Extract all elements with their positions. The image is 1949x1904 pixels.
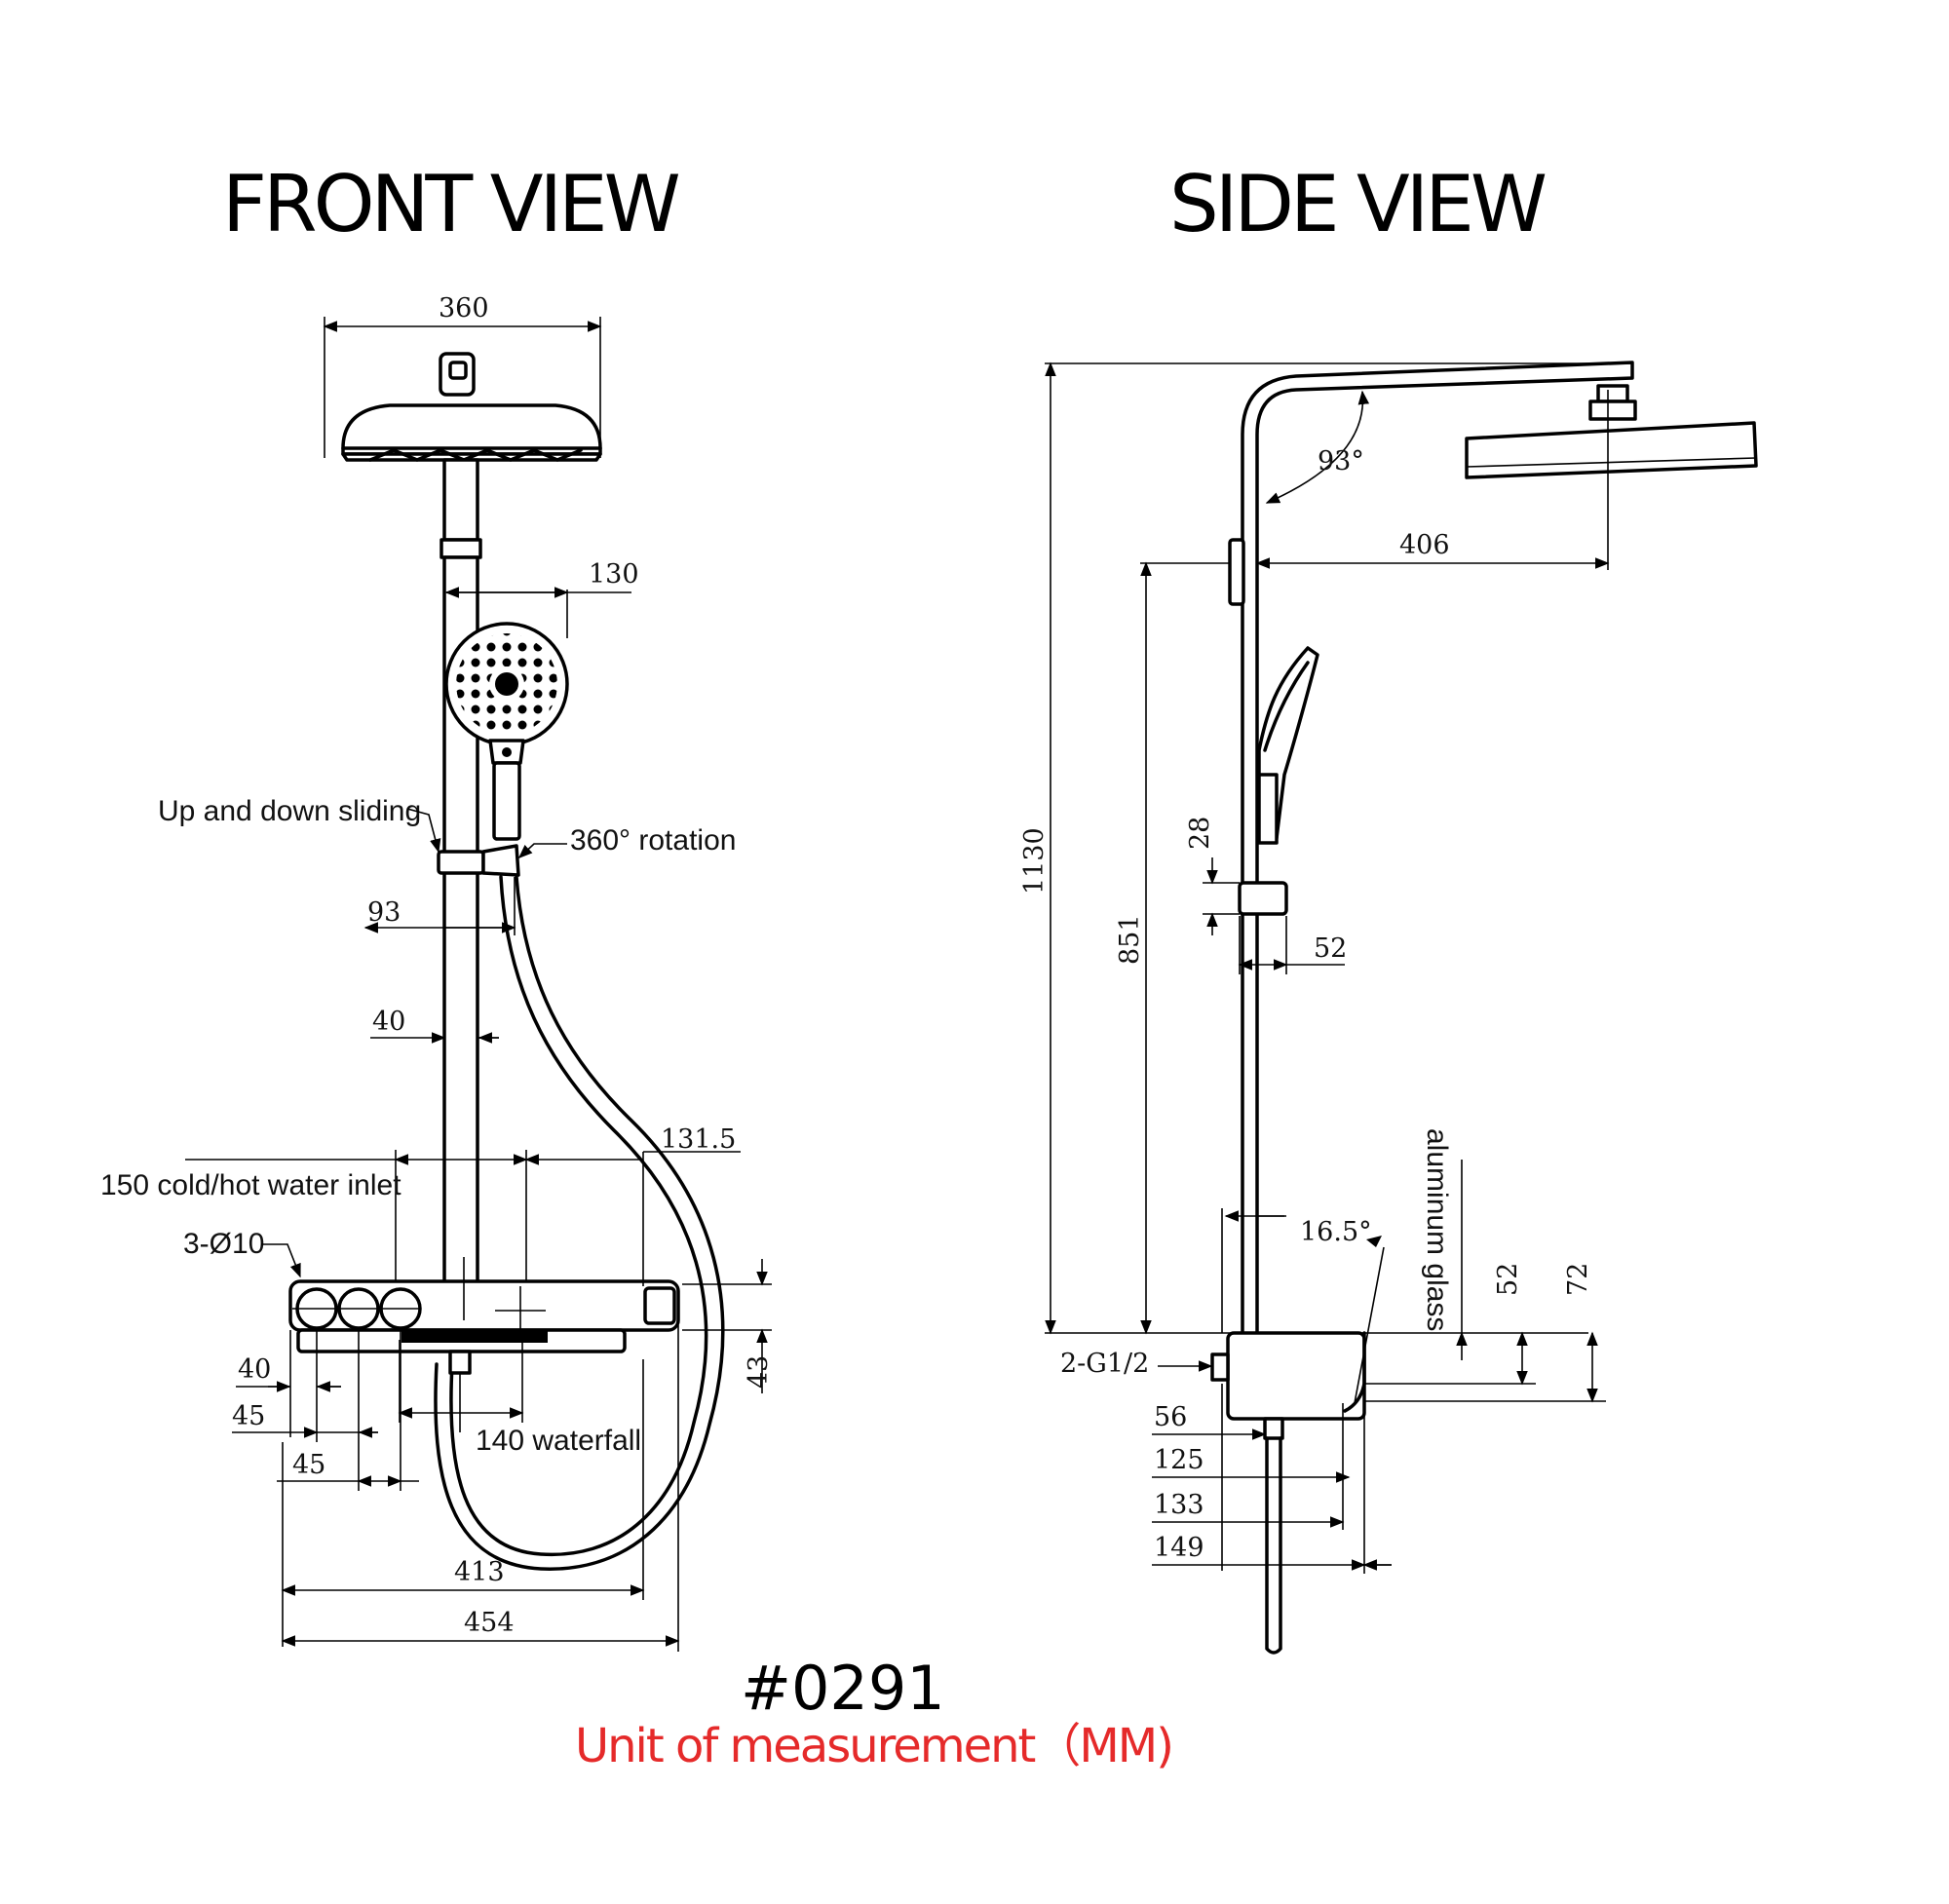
side-hand-handle [1257, 773, 1279, 845]
dim-knob-pitch-2: 45 [292, 1450, 325, 1480]
front-view-drawing: 360 130 Up and down sliding 360° rotatio… [100, 293, 774, 1652]
side-view-title: SIDE VIEW [1169, 159, 1546, 249]
dim-body-height-2: 72 [1563, 1263, 1593, 1296]
dim-handheld-offset: 130 [589, 559, 639, 590]
side-view-drawing: 1130 406 851 93° 28 52 16.5° aluminum gl… [1019, 361, 1758, 1655]
dim-holder-depth: 52 [1314, 933, 1347, 964]
hose-outlet [643, 1286, 676, 1325]
side-hose-outlet [1263, 1417, 1284, 1440]
side-thermostat-body [1226, 1331, 1366, 1421]
label-shelf-angle: 16.5° [1300, 1217, 1372, 1247]
slide-holder [437, 850, 485, 875]
dim-outlet-offset: 131.5 [661, 1124, 736, 1155]
front-view-title: FRONT VIEW [222, 159, 679, 249]
hand-shower-handle [492, 761, 521, 841]
waterfall-outlet [401, 1331, 548, 1343]
label-connection: 2-G1/2 [1060, 1349, 1149, 1379]
side-head-nut [1588, 400, 1637, 421]
dim-depth-4: 149 [1154, 1533, 1204, 1563]
dim-depth-3: 133 [1154, 1490, 1204, 1520]
side-wall-bracket [1228, 538, 1245, 606]
dim-holder-height: 851 [1115, 914, 1145, 965]
side-head-connector [1596, 384, 1629, 403]
inlet-spout [448, 1350, 472, 1375]
riser-joint [439, 538, 482, 559]
side-hose [1265, 1436, 1282, 1655]
dim-holder-offset: 93 [367, 897, 401, 928]
dim-arm-length: 406 [1399, 530, 1450, 560]
unit-note: Unit of measurement（MM) [575, 1719, 1172, 1773]
side-riser-arm [1241, 361, 1634, 1337]
side-slide-holder [1238, 881, 1288, 916]
side-shower-head [1465, 421, 1758, 479]
model-number: #0291 [741, 1653, 945, 1724]
label-angle: 93° [1318, 446, 1364, 476]
dim-knob-edge: 40 [238, 1354, 271, 1385]
label-holes: 3-Ø10 [183, 1228, 264, 1260]
riser-upper [442, 458, 479, 542]
holder-swivel [481, 844, 520, 877]
label-sliding: Up and down sliding [158, 795, 421, 827]
dim-depth-2: 125 [1154, 1445, 1204, 1475]
label-inlet: 150 cold/hot water inlet [100, 1169, 401, 1201]
side-inlet [1210, 1352, 1230, 1382]
dim-depth-1: 56 [1154, 1402, 1187, 1432]
dim-knob-pitch-1: 45 [232, 1401, 265, 1431]
label-material: aluminum glass [1421, 1128, 1453, 1331]
label-waterfall: 140 waterfall [476, 1425, 641, 1457]
shower-hose [449, 875, 708, 1557]
dim-head-width: 360 [439, 293, 489, 324]
connector-nut [448, 361, 468, 380]
hand-shower-center [495, 672, 518, 696]
dim-shelf-height: 43 [744, 1355, 774, 1389]
dim-total-height: 1130 [1019, 827, 1050, 895]
dim-body-height-1: 52 [1493, 1263, 1523, 1296]
dim-total-width: 454 [464, 1608, 515, 1638]
dim-holder-size: 28 [1185, 817, 1215, 850]
dim-bar-diameter: 40 [372, 1007, 405, 1037]
dim-shelf-length: 413 [454, 1557, 505, 1587]
label-rotation: 360° rotation [570, 824, 736, 857]
nozzle-pattern [368, 448, 583, 462]
